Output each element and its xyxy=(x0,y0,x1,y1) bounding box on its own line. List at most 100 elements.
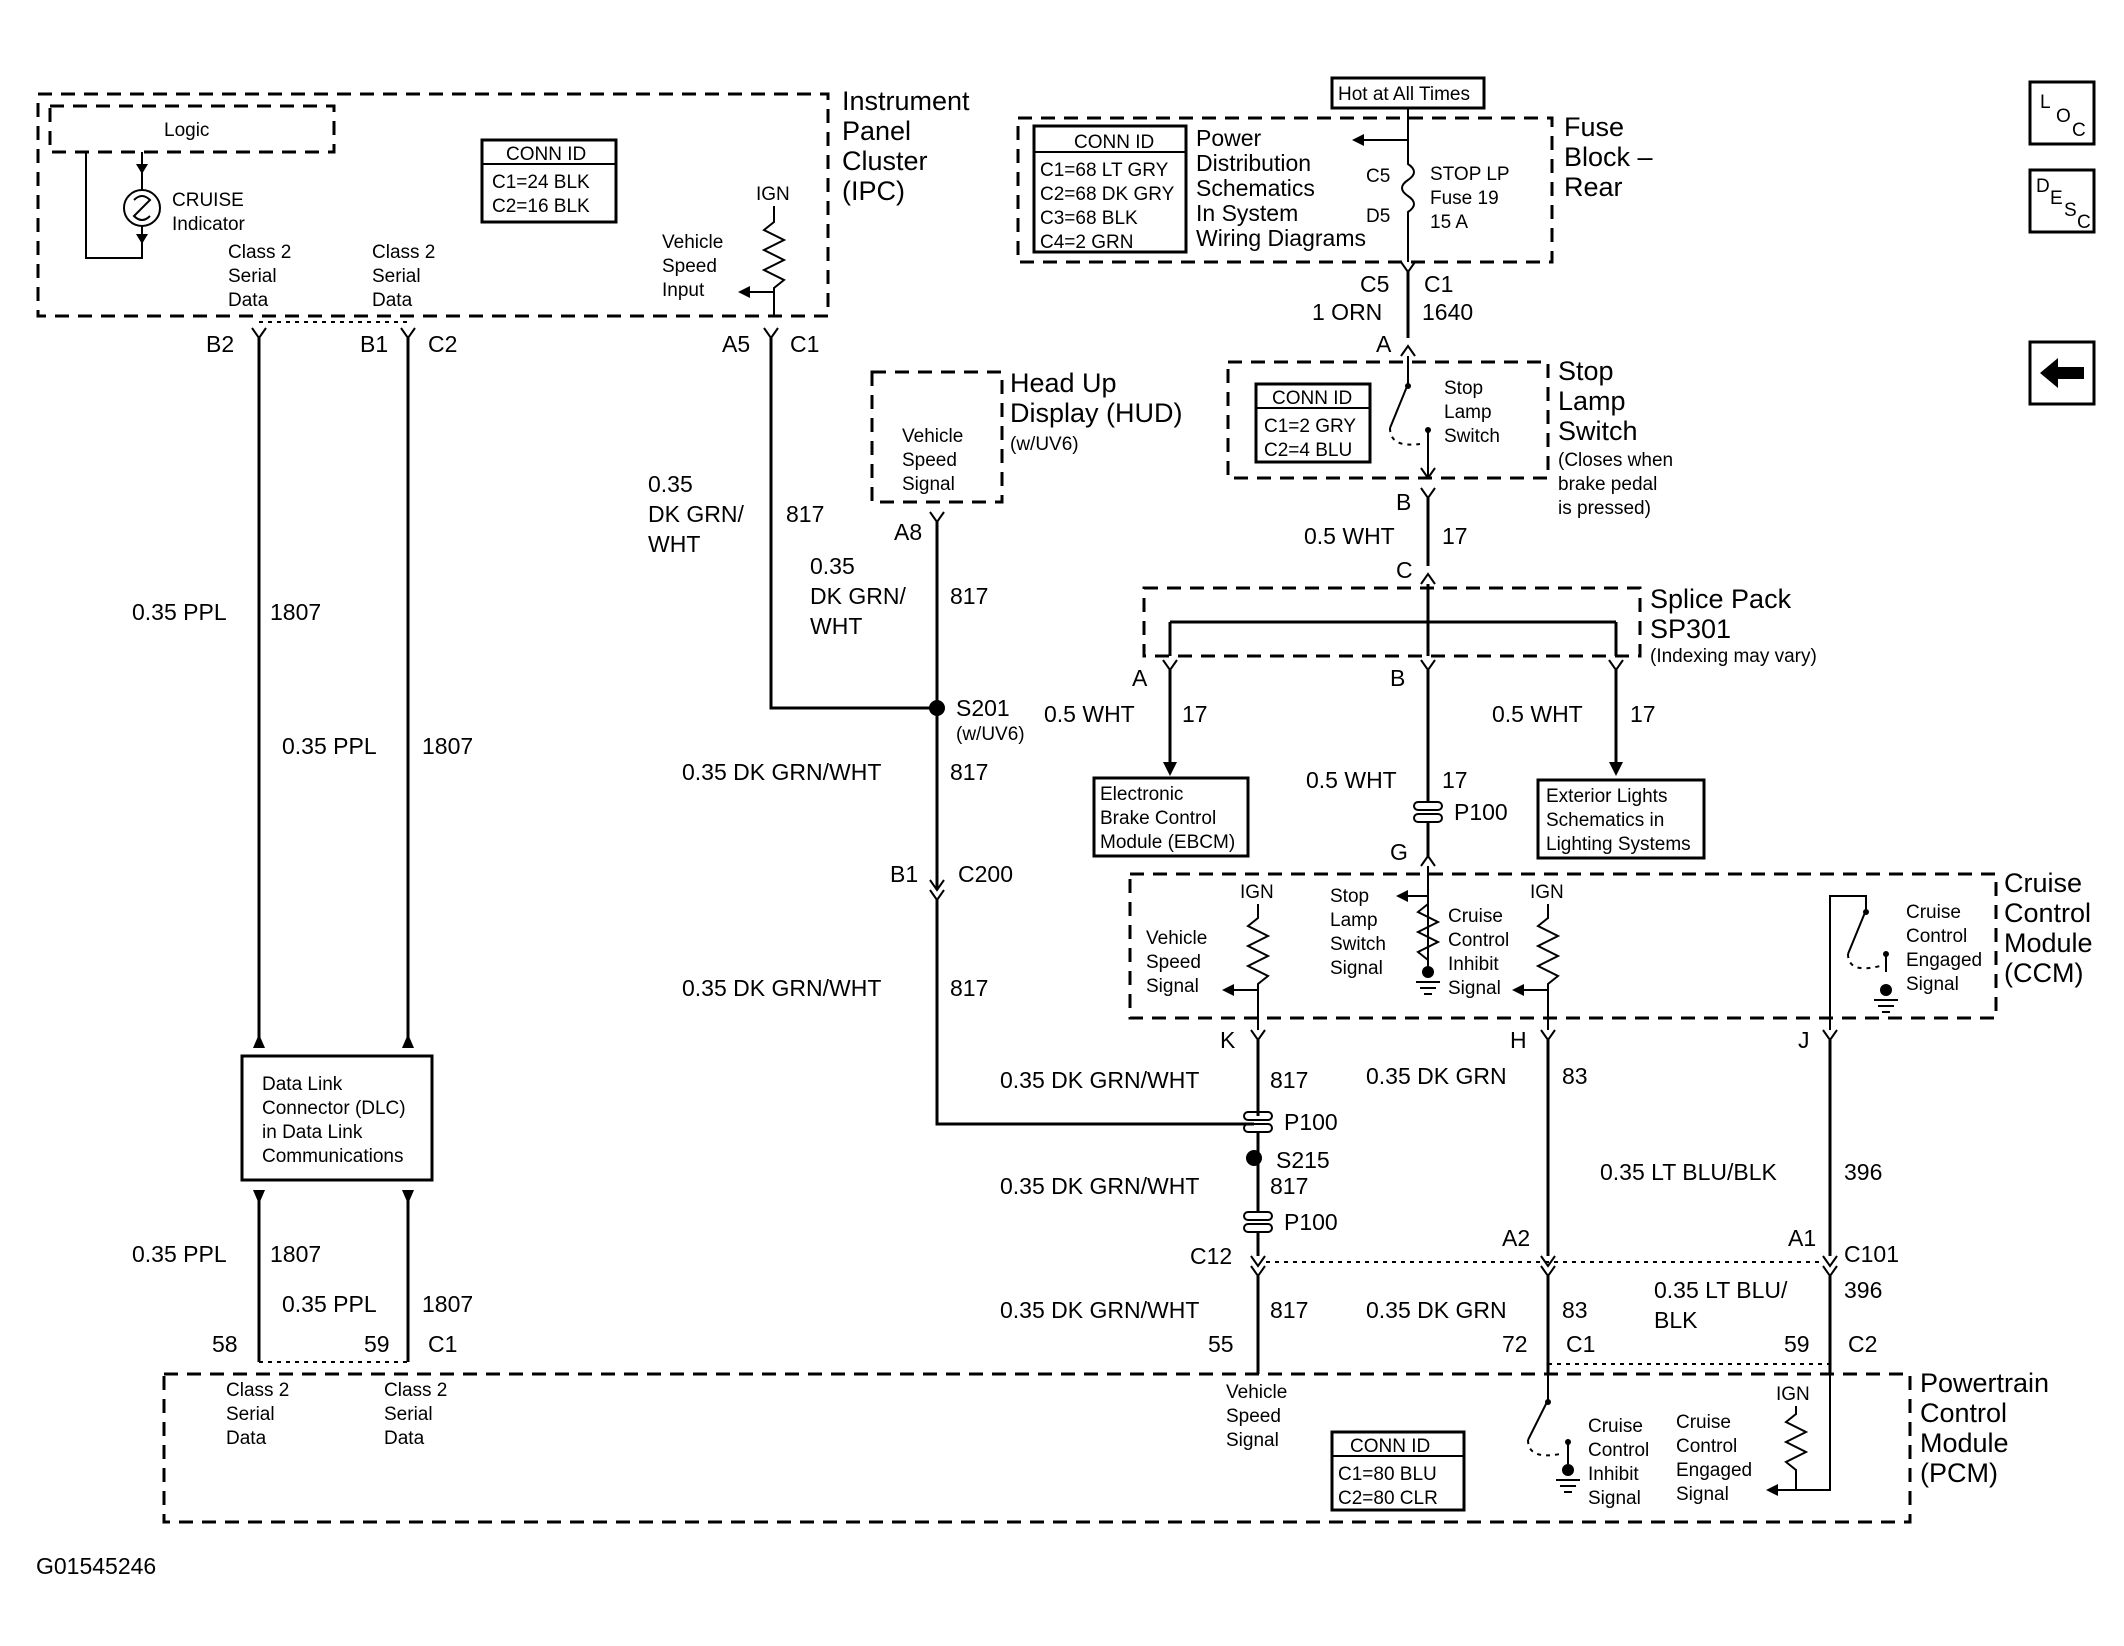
pcm-inhibit-label: Cruise xyxy=(1588,1416,1643,1437)
ipc-class2-a-label-2: Serial xyxy=(228,266,277,287)
back-button[interactable] xyxy=(2028,340,2096,406)
ccm-vss-label-2: Speed xyxy=(1146,952,1201,973)
wire-817-c-size: 0.35 DK GRN/WHT xyxy=(682,759,881,785)
sls-name-3: Switch xyxy=(1558,416,1638,446)
pin-ccm-j: J xyxy=(1798,1027,1810,1053)
ccm-sls-label-4: Signal xyxy=(1330,958,1383,979)
desc-letter-e: E xyxy=(2050,188,2063,209)
wire-817-b-size-3: WHT xyxy=(810,613,862,639)
ccm-name-3: Module xyxy=(2004,928,2093,958)
ccm-inhibit-label-4: Signal xyxy=(1448,978,1501,999)
ext-lights-label-3: Lighting Systems xyxy=(1546,834,1691,855)
sls-inner-label: Stop xyxy=(1444,378,1483,399)
fuse-conn-c3: C3=68 BLK xyxy=(1040,208,1138,229)
ipc-conn-c2: C2=16 BLK xyxy=(492,196,590,217)
pin-c12: C12 xyxy=(1190,1243,1232,1269)
pcm-class2-b-label-3: Data xyxy=(384,1428,425,1449)
splice-pack-name-2: SP301 xyxy=(1650,614,1731,644)
power-dist-arrow-icon xyxy=(1352,134,1364,146)
ipc-conn-id-box xyxy=(480,138,618,224)
stop-lamp-switch: CONN ID C1=2 GRY C2=4 BLU Stop Lamp Swit… xyxy=(1226,356,1673,519)
pin-hud-a8: A8 xyxy=(894,519,922,545)
p100-label-b: P100 xyxy=(1284,1109,1338,1135)
sls-conn-id-box xyxy=(1254,382,1372,464)
location-button[interactable]: L O C xyxy=(2028,80,2096,146)
pin-c200-label: C200 xyxy=(958,861,1013,887)
sls-inner-label-3: Switch xyxy=(1444,426,1500,447)
wire-1807-a-size: 0.35 PPL xyxy=(132,599,227,625)
wire-817-a-size-3: WHT xyxy=(648,531,700,557)
desc-letter-d: D xyxy=(2036,176,2050,197)
pin-ipc-b2: B2 xyxy=(206,331,234,357)
ccm-sls-label-2: Lamp xyxy=(1330,910,1378,931)
ccm-ign-1: IGN xyxy=(1240,882,1274,903)
ccm-vss-label-3: Signal xyxy=(1146,976,1199,997)
p100-label-a: P100 xyxy=(1454,799,1508,825)
ipc-name-4: (IPC) xyxy=(842,176,905,206)
fuse-block-name-2: Block – xyxy=(1564,142,1653,172)
p100-label-c: P100 xyxy=(1284,1209,1338,1235)
wire-1640-num: 1640 xyxy=(1422,299,1473,325)
dlc-label-2: Connector (DLC) xyxy=(262,1098,406,1119)
power-dist-ref: Power xyxy=(1196,125,1262,151)
ipc-class2-a-label: Class 2 xyxy=(228,242,291,263)
pin-pcm-55: 55 xyxy=(1208,1331,1234,1357)
ccm-engaged-label-3: Engaged xyxy=(1906,950,1982,971)
splice-s215-label: S215 xyxy=(1276,1147,1330,1173)
pcm-conn-id-title: CONN ID xyxy=(1350,1436,1430,1457)
sls-switch-icon xyxy=(1389,356,1429,478)
sls-note-3: is pressed) xyxy=(1558,498,1651,519)
wire-817-a-size: 0.35 xyxy=(648,471,693,497)
sls-conn-id-title: CONN ID xyxy=(1272,388,1352,409)
fuse-conn-id-title: CONN ID xyxy=(1074,132,1154,153)
wire-83-a-size: 0.35 DK GRN xyxy=(1366,1063,1507,1089)
class2-down-arrow-icon xyxy=(253,1190,414,1204)
loc-letter-c: C xyxy=(2072,120,2086,141)
ipc-conn-id-title: CONN ID xyxy=(506,144,586,165)
wire-817-d-size: 0.35 DK GRN/WHT xyxy=(682,975,881,1001)
pin-sls-a: A xyxy=(1376,331,1392,357)
splice-pack-note: (Indexing may vary) xyxy=(1650,646,1817,667)
ccm-sls-arrow-icon xyxy=(1396,890,1408,902)
description-button[interactable]: D E S C xyxy=(2028,168,2096,234)
fuse-block-name: Fuse xyxy=(1564,112,1624,142)
pcm-conn-c2: C2=80 CLR xyxy=(1338,1488,1438,1509)
ipc-ign-label: IGN xyxy=(756,184,790,205)
cruise-control-module: IGN Vehicle Speed Signal Stop Lamp Switc… xyxy=(1128,866,2093,1030)
pin-pcm-59: 59 xyxy=(364,1331,390,1357)
ipc-vss-input-label-3: Input xyxy=(662,280,705,301)
instrument-panel-cluster: Logic CRUISE Indicator Class 2 Serial Da… xyxy=(36,86,970,318)
pin-sls-b: B xyxy=(1396,489,1411,515)
pcm-name: Powertrain xyxy=(1920,1368,2049,1398)
ccm-inhibit-label: Cruise xyxy=(1448,906,1503,927)
pcm-conn-c1: C1=80 BLU xyxy=(1338,1464,1437,1485)
ccm-engaged-label-4: Signal xyxy=(1906,974,1959,995)
ipc-vss-input-label: Vehicle xyxy=(662,232,723,253)
ipc-logic-label: Logic xyxy=(164,120,209,141)
wire-817-b-size-2: DK GRN/ xyxy=(810,583,906,609)
wire-83-a-num: 83 xyxy=(1562,1063,1588,1089)
wire-1807-b-num: 1807 xyxy=(422,733,473,759)
fuse-c5-label: C5 xyxy=(1366,166,1390,187)
wire-17-a-num: 17 xyxy=(1442,523,1468,549)
pcm-class2-b-label: Class 2 xyxy=(384,1380,447,1401)
ccm-ground-icon xyxy=(1416,981,1440,995)
ebcm-label: Electronic xyxy=(1100,784,1183,805)
pcm-class2-a-label-3: Data xyxy=(226,1428,267,1449)
wire-17-c-num: 17 xyxy=(1630,701,1656,727)
ccm-name-4: (CCM) xyxy=(2004,958,2083,988)
ccm-vss-arrow-icon xyxy=(1222,984,1234,996)
wire-817-a-num: 817 xyxy=(786,501,824,527)
class2-up-arrow-icon xyxy=(253,1034,414,1048)
sls-note: (Closes when xyxy=(1558,450,1673,471)
ipc-class2-b-label-2: Serial xyxy=(372,266,421,287)
pcm-vss-label: Vehicle xyxy=(1226,1382,1287,1403)
pcm-class2-b-label-2: Serial xyxy=(384,1404,433,1425)
wire-817-e-num: 817 xyxy=(1270,1067,1308,1093)
ccm-inhibit-arrow-icon xyxy=(1512,984,1524,996)
ipc-class2-b-label-3: Data xyxy=(372,290,413,311)
p100-connector-icon xyxy=(1413,801,1443,823)
wire-817-d-num: 817 xyxy=(950,975,988,1001)
ccm-vss-label: Vehicle xyxy=(1146,928,1207,949)
